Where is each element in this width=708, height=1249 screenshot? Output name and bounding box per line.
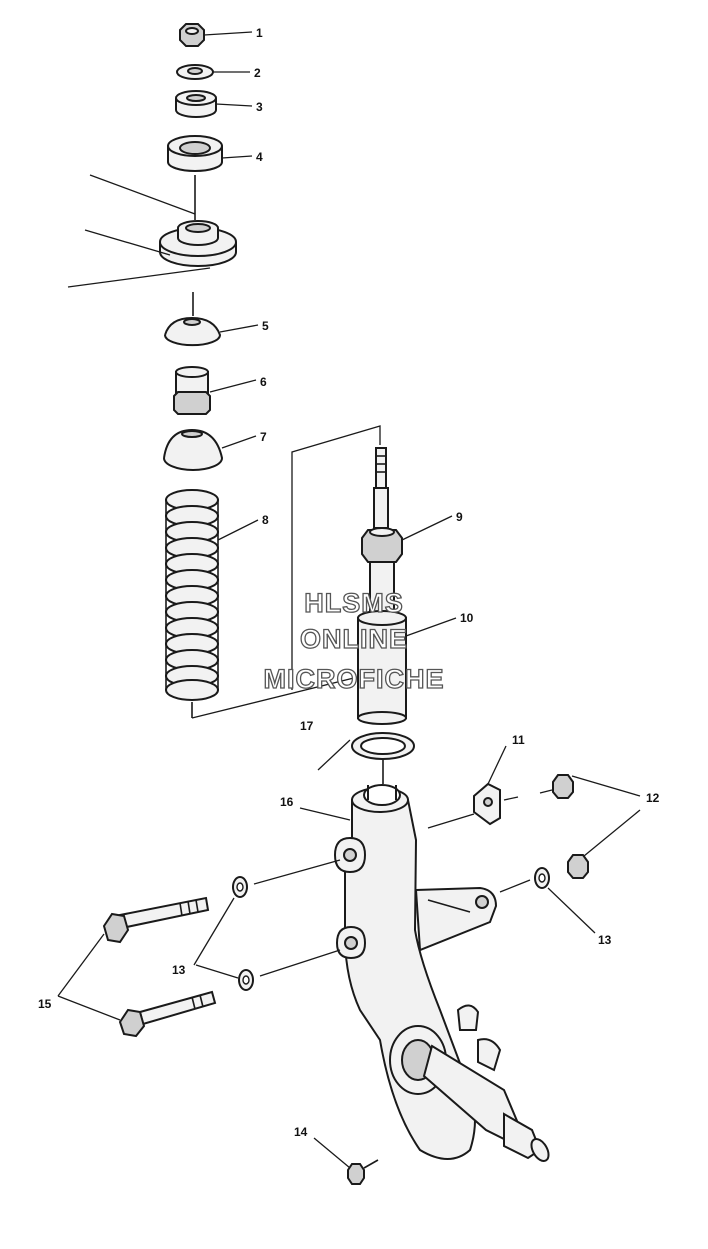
callout-10: 10 (460, 611, 474, 625)
leader-line (259, 949, 341, 977)
leader-line (291, 425, 381, 690)
leader-line (221, 155, 253, 159)
leader-line (67, 267, 211, 288)
part-13-washer-right (534, 867, 550, 889)
leader-line (203, 31, 253, 36)
part-14-grease-fitting (347, 1159, 379, 1185)
part-11-bracket (473, 782, 501, 826)
callout-9: 9 (456, 510, 463, 524)
callout-15: 15 (38, 997, 52, 1011)
callout-3: 3 (256, 100, 263, 114)
leader-line (221, 435, 257, 449)
leader-line (571, 775, 641, 797)
watermark-line-3: MICROFICHE (264, 664, 445, 694)
steering-arm (414, 886, 498, 952)
leader-line (583, 809, 641, 857)
leader-line (89, 174, 196, 215)
callout-5: 5 (262, 319, 269, 333)
leader-line (209, 379, 257, 393)
part-15-bolt-upper (102, 896, 210, 944)
callout-17: 17 (300, 719, 314, 733)
part-6-bump-stop (173, 366, 211, 415)
part-13-washer-upper (232, 876, 248, 898)
leader-line (427, 813, 475, 829)
leader-line (499, 879, 531, 893)
part-12-nut-lower (567, 854, 589, 879)
callout-12: 12 (646, 791, 660, 805)
leader-line (191, 671, 379, 719)
callout-13-left: 13 (172, 963, 186, 977)
part-16-steering-knuckle (334, 784, 550, 1162)
leader-line (253, 859, 341, 885)
watermark-line-2: ONLINE (300, 624, 408, 654)
callout-7: 7 (260, 430, 267, 444)
part-7-spring-seat (163, 428, 224, 471)
part-17-seal-ring (351, 732, 415, 760)
leader-line (401, 515, 453, 541)
lower-bolt-ear (336, 925, 367, 960)
leader-line (195, 964, 239, 979)
part-9-strut-nut (361, 527, 403, 563)
leader-line (313, 1137, 351, 1169)
callout-11: 11 (512, 733, 525, 747)
part-10-strut (357, 447, 407, 725)
leader-line (217, 519, 259, 541)
leader-line (84, 229, 171, 256)
callout-8: 8 (262, 513, 269, 527)
leader-line (487, 745, 507, 785)
part-13-washer-lower (238, 969, 254, 991)
leader-line (57, 995, 121, 1021)
part-5-bump-cap (164, 316, 222, 347)
part-1-nut (179, 23, 205, 47)
leader-line (193, 897, 235, 966)
leader-line (215, 103, 253, 107)
leader-line (219, 324, 259, 333)
part-2-washer (176, 64, 214, 80)
part-3-bushing (175, 90, 217, 118)
callout-16: 16 (280, 795, 294, 809)
callout-6: 6 (260, 375, 267, 389)
part-15-bolt-lower (118, 990, 217, 1038)
part-12-nut-upper (552, 774, 574, 799)
spindle (389, 1025, 550, 1162)
watermark-line-1: HLSMS (304, 588, 404, 618)
leader-line (299, 807, 351, 821)
leader-line (317, 739, 351, 771)
callout-4: 4 (256, 150, 263, 164)
leader-line (405, 617, 457, 637)
brake-mount (456, 1004, 502, 1072)
part-8-coil-spring (165, 489, 219, 701)
callout-2: 2 (254, 66, 261, 80)
callout-14: 14 (294, 1125, 308, 1139)
leader-line (503, 796, 519, 801)
leader-line (57, 933, 105, 997)
upper-spring-seat (159, 220, 237, 267)
callout-1: 1 (256, 26, 263, 40)
leader-line (539, 789, 553, 794)
leader-line (547, 887, 596, 934)
part-4-mount (167, 135, 223, 172)
callout-13-right: 13 (598, 933, 612, 947)
upper-bolt-ear (334, 836, 367, 874)
